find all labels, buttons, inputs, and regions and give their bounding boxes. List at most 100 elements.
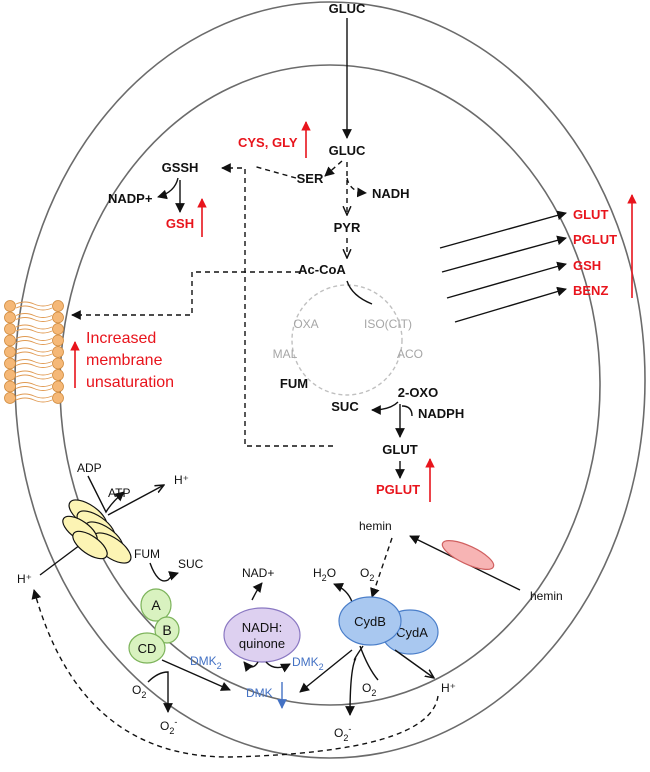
o2-top-label: O2 <box>360 566 374 583</box>
lipid-tail <box>15 301 53 307</box>
gsh-label: GSH <box>166 216 194 231</box>
dmk-label: DMK <box>246 686 273 700</box>
secreted-benz: BENZ <box>573 283 608 298</box>
aco-label: ACO <box>397 347 423 361</box>
nadph-label: NADPH <box>418 406 464 421</box>
lipid-head <box>52 392 64 404</box>
lipid-head <box>4 392 16 404</box>
nadh-quinone-label-2: quinone <box>239 636 285 651</box>
dmk2-right-arrow <box>265 661 291 673</box>
lipid-tail <box>15 363 53 368</box>
lipid-head <box>52 380 64 393</box>
lipid-tail <box>15 370 53 376</box>
o2-to-h2o-arrow <box>333 582 353 603</box>
adp-label: ADP <box>77 461 102 475</box>
fum-label: FUM <box>280 376 308 391</box>
mal-label: MAL <box>273 347 298 361</box>
subunit-b-label: B <box>162 622 171 638</box>
atp-synthase-icon <box>62 499 132 564</box>
membrane-text-line3: unsaturation <box>86 374 174 391</box>
lipid-head <box>52 357 64 370</box>
lipid-head <box>4 357 16 370</box>
nadh-quinone-complex <box>223 607 301 663</box>
cyd-superoxide-label: O2- <box>334 724 351 743</box>
glut-label: GLUT <box>382 442 417 457</box>
accoa-label: Ac-CoA <box>298 262 346 277</box>
lipid-head <box>4 311 16 324</box>
accoa-to-membrane-arrow <box>71 271 300 320</box>
nadh-quinone-label-1: NADH: <box>242 620 282 635</box>
dmk2-left-arrow <box>243 661 259 672</box>
secretion-arrow-glut <box>439 210 567 249</box>
secretion-arrow-gsh <box>446 261 567 299</box>
nadh-label: NADH <box>372 186 410 201</box>
cyd-o2-mid-label: O2 <box>362 681 376 698</box>
lipid-tail <box>15 324 53 330</box>
complex-ii-to-dmk-arrow <box>161 659 231 691</box>
pyr-label: PYR <box>334 220 361 235</box>
nadh-branch-arrow <box>346 177 367 198</box>
membrane-text-line1: Increased <box>86 330 156 347</box>
complex-ii-o2-label: O2 <box>132 683 146 700</box>
proton-return-arrow <box>31 589 439 758</box>
complex-ii-superoxide-label: O2- <box>160 717 177 736</box>
complex-ii-subunit-b <box>154 616 180 644</box>
secretion-arrow-benz <box>454 286 567 323</box>
cydb-subunit <box>338 596 402 646</box>
secreted-gsh: GSH <box>573 258 601 273</box>
oxo-to-suc-arrow <box>371 401 399 415</box>
proton-right-label: H⁺ <box>441 681 456 695</box>
iso-label: ISO(CIT) <box>364 317 412 331</box>
tca-cycle-ring <box>291 284 403 396</box>
lipid-tail <box>15 374 53 380</box>
lipid-tail <box>15 393 53 399</box>
hemin-inner-label: hemin <box>359 519 392 533</box>
secreted-pglut: PGLUT <box>573 232 617 247</box>
lipid-head <box>52 323 64 335</box>
accoa-entry-arc <box>346 280 373 305</box>
cyd-o2-curve <box>359 645 379 681</box>
complex-ii-subunit-cd <box>128 632 166 664</box>
dmk2-right-label: DMK2 <box>292 655 324 672</box>
ser-to-gssh-dashed <box>252 165 297 179</box>
cyda-label: CydA <box>396 625 428 640</box>
lipid-head <box>4 334 16 347</box>
cyd-superoxide-arrow <box>345 645 364 716</box>
nadh-to-nad-arrow <box>251 582 263 601</box>
atp-synthase-stalk <box>39 544 81 576</box>
glut-to-gssh-dashed <box>221 163 333 447</box>
oxa-label: OXA <box>293 317 318 331</box>
subunit-a-label: A <box>151 597 161 613</box>
oxo-label: 2-OXO <box>398 385 438 400</box>
gluc-external-label: GLUC <box>329 1 366 16</box>
gluc-to-ser-arrow <box>324 160 343 177</box>
lipid-head <box>4 380 16 393</box>
lipid-head <box>4 300 16 312</box>
lipid-tail <box>15 386 53 391</box>
dmk2-left-label: DMK2 <box>190 654 222 671</box>
pglut-label: PGLUT <box>376 482 420 497</box>
membrane-text-line2: membrane <box>86 352 163 369</box>
lipid-tail <box>15 347 53 353</box>
lipid-tail <box>15 340 53 345</box>
lipid-bilayer <box>4 300 64 404</box>
secreted-glut: GLUT <box>573 207 608 222</box>
gssh-to-nadp-arrow <box>157 177 179 200</box>
complex-ii-subunit-a <box>140 588 172 622</box>
lipid-tail <box>15 351 53 357</box>
proton-out-label: H⁺ <box>174 473 189 487</box>
lipid-tail <box>15 382 53 387</box>
lipid-tail <box>15 305 53 311</box>
lipid-tail <box>15 328 53 334</box>
lipid-tail <box>15 317 53 322</box>
outer-membrane <box>14 1 646 759</box>
lipid-head <box>52 300 64 312</box>
nadph-loop <box>401 405 413 417</box>
ser-label: SER <box>297 171 324 186</box>
lipid-head <box>52 346 64 358</box>
fum-complex-ii-label: FUM <box>134 547 160 561</box>
hemin-entry-arrow <box>370 537 393 598</box>
atp-label: ATP <box>108 486 130 500</box>
lipid-tail <box>15 336 53 341</box>
